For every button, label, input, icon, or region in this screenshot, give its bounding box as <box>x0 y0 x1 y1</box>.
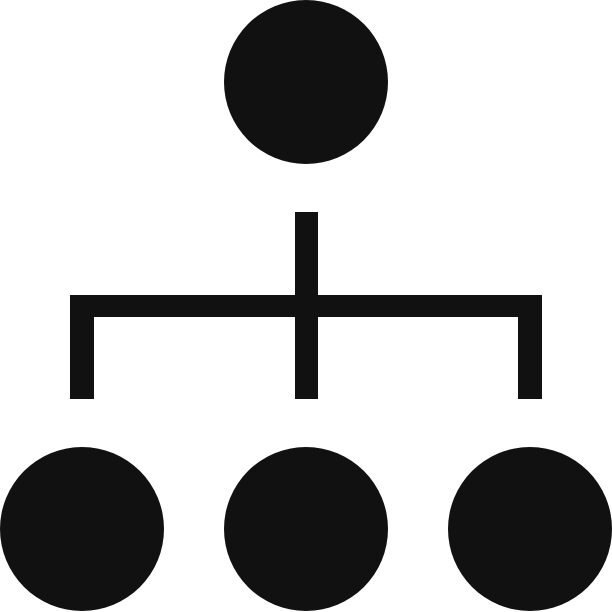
connector-stem-top <box>295 212 318 300</box>
child-node-right-circle <box>448 447 612 611</box>
connector-drop-right <box>518 295 542 399</box>
child-node-center-circle <box>224 447 388 611</box>
root-node-circle <box>224 0 388 164</box>
root-node-group <box>224 0 388 164</box>
connector-drop-left <box>70 295 94 399</box>
connector-lines <box>70 212 542 399</box>
connector-drop-center <box>295 295 318 399</box>
child-node-left-circle <box>0 447 164 611</box>
child-nodes-group <box>0 447 612 611</box>
